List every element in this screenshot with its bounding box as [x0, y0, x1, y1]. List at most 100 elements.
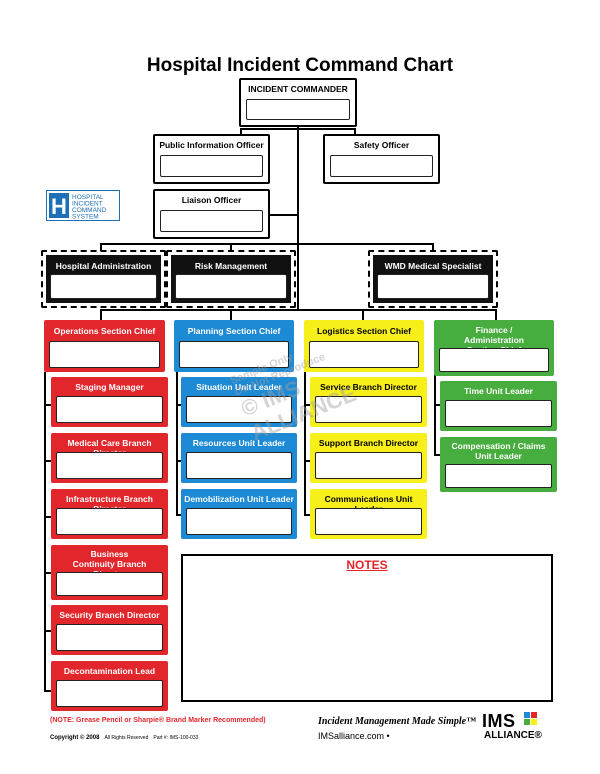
connector-line: [44, 630, 52, 632]
alliance-brand: ALLIANCE®: [484, 730, 542, 741]
write-in-field[interactable]: [186, 508, 292, 535]
support-branch-director-box: Support Branch Director: [310, 433, 427, 483]
write-in-field[interactable]: [56, 624, 163, 651]
write-in-field[interactable]: [160, 210, 263, 232]
operations-section-chief-box: Operations Section Chief: [44, 320, 165, 372]
box-label: Situation Unit Leader: [196, 382, 282, 392]
connector-line: [240, 128, 355, 130]
box-label: Resources Unit Leader: [192, 438, 286, 448]
box-fill: Risk Management: [171, 255, 291, 303]
connector-line: [432, 243, 434, 251]
website-text: IMSalliance.com: [318, 731, 385, 741]
write-in-field[interactable]: [160, 155, 263, 177]
box-label: Liaison Officer: [181, 195, 242, 205]
logo-line: COMMAND: [72, 207, 107, 214]
write-in-field[interactable]: [246, 99, 350, 120]
ims-brand: IMS: [482, 711, 516, 731]
service-branch-director-box: Service Branch Director: [310, 377, 427, 427]
copyright: Copyright © 2008: [50, 735, 100, 741]
connector-line: [100, 309, 497, 311]
chart-title: Hospital Incident Command Chart: [146, 55, 454, 76]
box-label: Time Unit Leader: [464, 386, 533, 396]
connector-line: [176, 372, 178, 516]
write-in-field[interactable]: [49, 341, 160, 368]
connector-line: [230, 243, 232, 251]
connector-line: [268, 214, 298, 216]
box-label: Hospital Administration: [55, 261, 152, 271]
box-fill: WMD Medical Specialist: [373, 255, 493, 303]
write-in-field[interactable]: [377, 274, 489, 299]
compensation-claims-unit-leader-box: Compensation / Claims Unit Leader: [440, 437, 557, 492]
logo-line: INCIDENT: [72, 201, 103, 208]
box-label: Planning Section Chief: [187, 326, 281, 336]
box-label: Risk Management: [194, 261, 268, 271]
write-in-field[interactable]: [315, 508, 422, 535]
notes-title: NOTES: [346, 558, 388, 572]
write-in-field[interactable]: [56, 680, 163, 707]
connector-line: [100, 243, 102, 251]
medical-care-branch-director-box: Medical Care Branch Director: [51, 433, 168, 483]
write-in-field[interactable]: [56, 396, 163, 423]
logistics-section-chief-box: Logistics Section Chief: [304, 320, 424, 372]
connector-line: [44, 572, 52, 574]
box-label: Compensation / Claims Unit Leader: [451, 441, 546, 461]
write-in-field[interactable]: [56, 452, 163, 479]
write-in-field[interactable]: [439, 348, 549, 372]
write-in-field[interactable]: [315, 396, 422, 423]
connector-line: [434, 454, 440, 456]
box-label: Decontamination Lead: [63, 666, 156, 676]
connector-line: [304, 514, 310, 516]
connector-line: [230, 309, 232, 321]
connector-line: [434, 372, 436, 456]
pio-box: Public Information Officer: [153, 134, 270, 184]
write-in-field[interactable]: [56, 572, 163, 596]
time-unit-leader-box: Time Unit Leader: [440, 381, 557, 431]
security-branch-director-box: Security Branch Director: [51, 605, 168, 655]
connector-line: [44, 460, 52, 462]
tagline: Incident Management Made Simple™: [318, 716, 477, 727]
write-in-field[interactable]: [56, 508, 163, 535]
risk-management-box: Risk Management: [166, 250, 296, 308]
connector-line: [176, 514, 182, 516]
connector-line: [176, 460, 182, 462]
wmd-medical-specialist-box: WMD Medical Specialist: [368, 250, 498, 308]
box-label: Security Branch Director: [59, 610, 160, 620]
write-in-field[interactable]: [330, 155, 433, 177]
box-label: INCIDENT COMMANDER: [248, 84, 348, 94]
incident-commander-box: INCIDENT COMMANDER: [239, 78, 357, 127]
safety-officer-box: Safety Officer: [323, 134, 440, 184]
box-label: Demobilization Unit Leader: [184, 494, 294, 504]
notes-area[interactable]: NOTES: [181, 554, 553, 702]
write-in-field[interactable]: [309, 341, 419, 368]
box-label: WMD Medical Specialist: [384, 261, 482, 271]
write-in-field[interactable]: [175, 274, 287, 299]
connector-line: [297, 126, 299, 244]
write-in-field[interactable]: [445, 400, 552, 427]
finance-section-chief-box: Finance / Administration Section Chief: [434, 320, 554, 376]
rights: All Rights Reserved: [104, 735, 149, 741]
website: IMSalliance.com •: [318, 731, 390, 741]
brand-squares-icon: [524, 712, 544, 726]
write-in-field[interactable]: [315, 452, 422, 479]
write-in-field[interactable]: [445, 464, 552, 488]
box-label: Public Information Officer: [159, 140, 264, 150]
write-in-field[interactable]: [179, 341, 289, 368]
write-in-field[interactable]: [186, 396, 292, 423]
copyright-line: Copyright © 2008 All Rights Reserved Par…: [50, 735, 198, 741]
logo-letter: H: [51, 194, 67, 219]
resources-unit-leader-box: Resources Unit Leader: [181, 433, 297, 483]
connector-line: [100, 309, 102, 321]
connector-line: [304, 372, 306, 516]
liaison-officer-box: Liaison Officer: [153, 189, 270, 239]
business-continuity-branch-director-box: Business Continuity Branch Director: [51, 545, 168, 600]
part-number: Part #: IMS-100-033: [153, 735, 199, 741]
connector-line: [362, 309, 364, 321]
write-in-field[interactable]: [186, 452, 292, 479]
marker-note: (NOTE: Grease Pencil or Sharpie® Brand M…: [50, 717, 266, 724]
connector-line: [354, 128, 356, 136]
write-in-field[interactable]: [50, 274, 157, 299]
box-label: Support Branch Director: [318, 438, 419, 448]
connector-line: [304, 460, 310, 462]
logo-line: SYSTEM: [72, 214, 99, 221]
connector-line: [240, 128, 242, 136]
